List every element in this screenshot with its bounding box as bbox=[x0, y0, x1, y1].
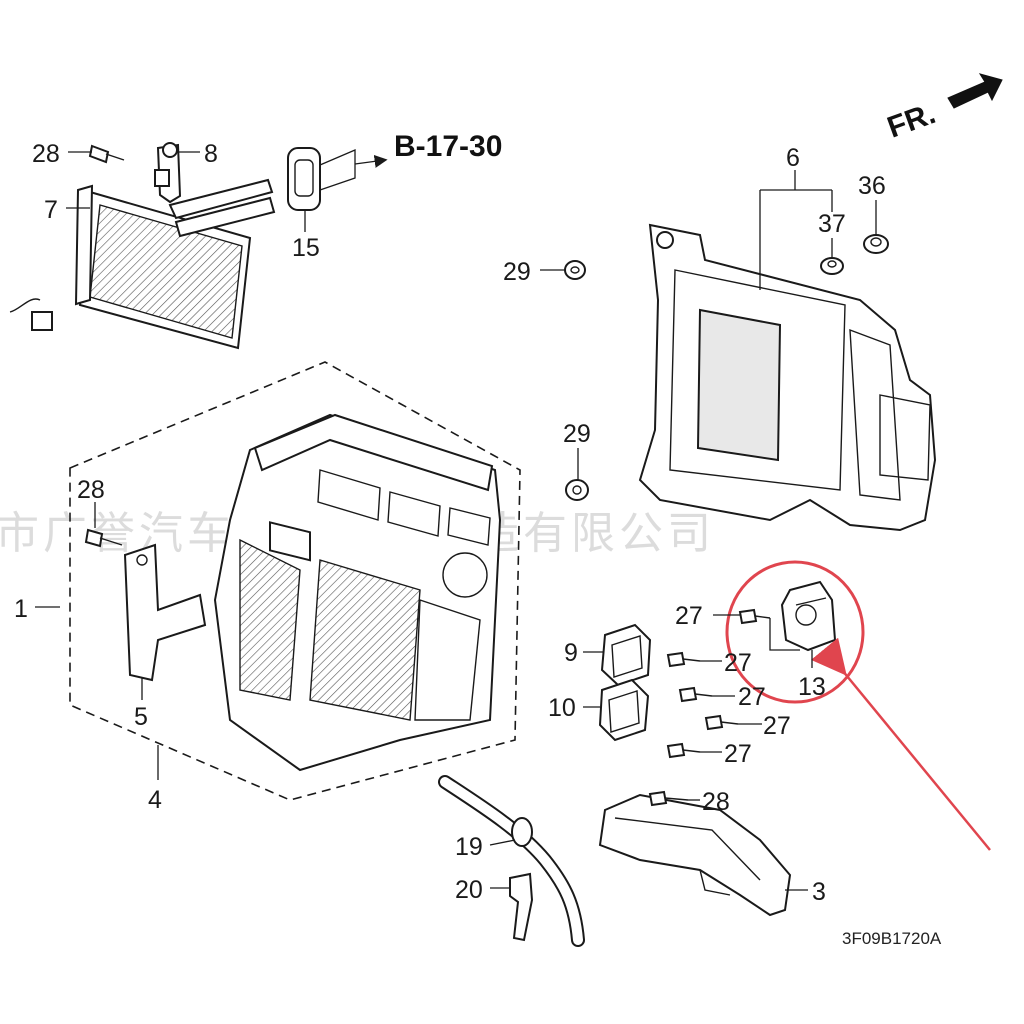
part-15-grommet bbox=[287, 147, 321, 211]
front-direction-indicator: FR. bbox=[883, 73, 1003, 145]
part-28-screw-bottom bbox=[648, 790, 689, 807]
callout-1: 1 bbox=[14, 595, 28, 623]
part-3-duct bbox=[598, 793, 792, 917]
callout-13: 13 bbox=[798, 673, 826, 701]
highlight-arrow bbox=[811, 637, 991, 851]
callout-29-top: 29 bbox=[503, 258, 531, 286]
callout-29-mid: 29 bbox=[563, 420, 591, 448]
callout-8: 8 bbox=[204, 140, 218, 168]
part-29-clip-top bbox=[564, 260, 586, 280]
callout-19: 19 bbox=[455, 833, 483, 861]
callout-28-mid: 28 bbox=[77, 476, 105, 504]
callout-27-b: 27 bbox=[724, 649, 752, 677]
fr-label: FR. bbox=[883, 97, 940, 145]
highlight-circle bbox=[725, 560, 865, 704]
reference-b-17-30: B-17-30 bbox=[394, 130, 502, 163]
part-19-hose bbox=[438, 775, 585, 947]
part-13-blower-resistor bbox=[780, 580, 837, 652]
callout-36: 36 bbox=[858, 172, 886, 200]
leader-lines bbox=[35, 149, 877, 891]
callout-6: 6 bbox=[786, 144, 800, 172]
callout-20: 20 bbox=[455, 876, 483, 904]
callout-3: 3 bbox=[812, 878, 826, 906]
part-6-case-half bbox=[638, 223, 937, 532]
callout-9: 9 bbox=[564, 639, 578, 667]
part-36-nut bbox=[863, 234, 889, 254]
part-29-clip-mid bbox=[565, 479, 589, 501]
diagram-code: 3F09B1720A bbox=[842, 929, 942, 948]
callout-27-d: 27 bbox=[763, 712, 791, 740]
part-20-clip bbox=[509, 872, 534, 942]
callout-7: 7 bbox=[44, 196, 58, 224]
callout-15: 15 bbox=[292, 234, 320, 262]
callout-27-c: 27 bbox=[738, 683, 766, 711]
assembly-4-dashed-outline bbox=[69, 361, 521, 801]
part-37-washer bbox=[820, 257, 844, 275]
callout-10: 10 bbox=[548, 694, 576, 722]
part-28-screw-top bbox=[88, 144, 125, 164]
callout-27-a: 27 bbox=[675, 602, 703, 630]
callout-28-top: 28 bbox=[32, 140, 60, 168]
part-8-bracket bbox=[154, 142, 182, 204]
callout-4: 4 bbox=[148, 786, 162, 814]
part-27-screws bbox=[666, 608, 771, 759]
callout-37: 37 bbox=[818, 210, 846, 238]
callout-27-e: 27 bbox=[724, 740, 752, 768]
callout-5: 5 bbox=[134, 703, 148, 731]
callout-28-bottom: 28 bbox=[702, 788, 730, 816]
part-9-actuator bbox=[600, 623, 652, 687]
part-10-actuator bbox=[598, 678, 650, 742]
part-1-heater-unit bbox=[213, 413, 502, 772]
part-28-screw-mid bbox=[84, 528, 123, 548]
part-5-bracket bbox=[123, 543, 207, 682]
part-7-heater-core bbox=[9, 178, 276, 350]
